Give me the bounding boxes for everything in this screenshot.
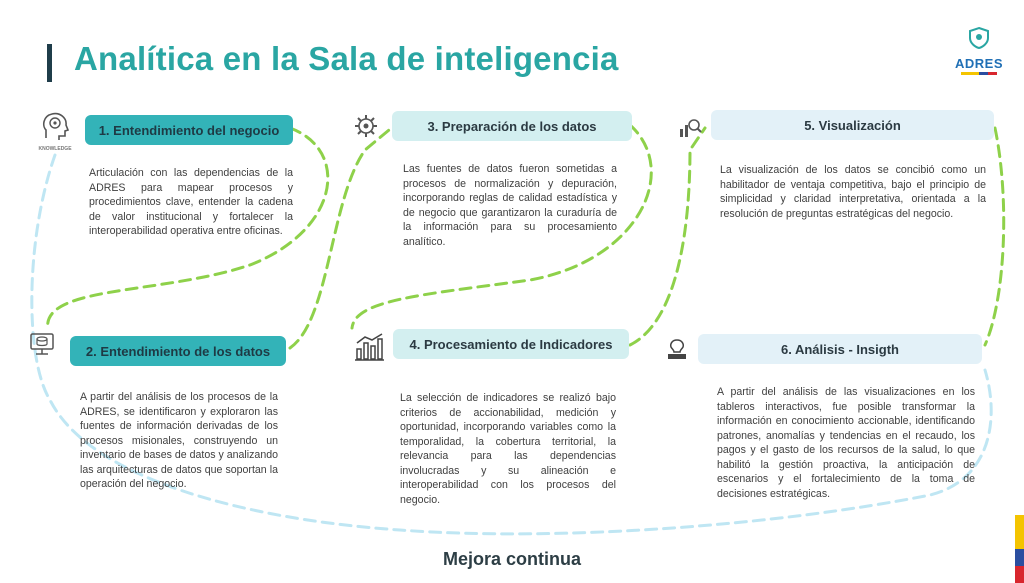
flow-path-1-to-2 [46,126,330,332]
step-2-label: 2. Entendimiento de los datos [70,336,286,366]
indicator-chart-icon [353,331,385,368]
lightbulb-screen-icon [666,337,688,366]
title-accent-bar [47,44,52,82]
step-4-description: La selección de indicadores se realizó b… [400,392,616,506]
flow-path-4-to-5 [628,126,707,347]
chart-magnifier-icon [678,116,702,145]
step-3-description: Las fuentes de datos fueron sometidas a … [403,163,617,248]
adres-logo: ADRES [950,26,1008,76]
step-5-description: La visualización de los datos se concibi… [720,164,986,220]
logo-text: ADRES [954,56,1003,71]
flow-path-3-to-4 [350,123,653,330]
step-4-label: 4. Procesamiento de Indicadores [393,329,629,359]
flow-path-2-to-3 [288,123,397,350]
continuous-improvement-loop [30,153,993,536]
step-5-label: 5. Visualización [711,110,994,140]
database-monitor-icon [28,330,56,363]
footer-caption: Mejora continua [442,549,581,569]
page-title: Analítica en la Sala de inteligencia [74,40,619,77]
step-1-description: Articulación con las dependencias de la … [89,167,293,237]
step-6-description: A partir del análisis de las visualizaci… [717,386,975,500]
brain-head-icon [38,108,74,149]
step-6-label: 6. Análisis - Insigth [698,334,982,364]
step-3-label: 3. Preparación de los datos [392,111,632,141]
knowledge-caption: KNOWLEDGE [38,146,72,152]
flow-path-5-to-6 [983,126,1006,347]
step-1-label: 1. Entendimiento del negocio [85,115,293,145]
shield-icon [969,26,989,50]
colombia-flag-stripe [1015,515,1024,583]
gear-data-icon [352,112,380,145]
logo-flag-stripe [961,72,997,75]
step-2-description: A partir del análisis de los procesos de… [80,391,278,490]
